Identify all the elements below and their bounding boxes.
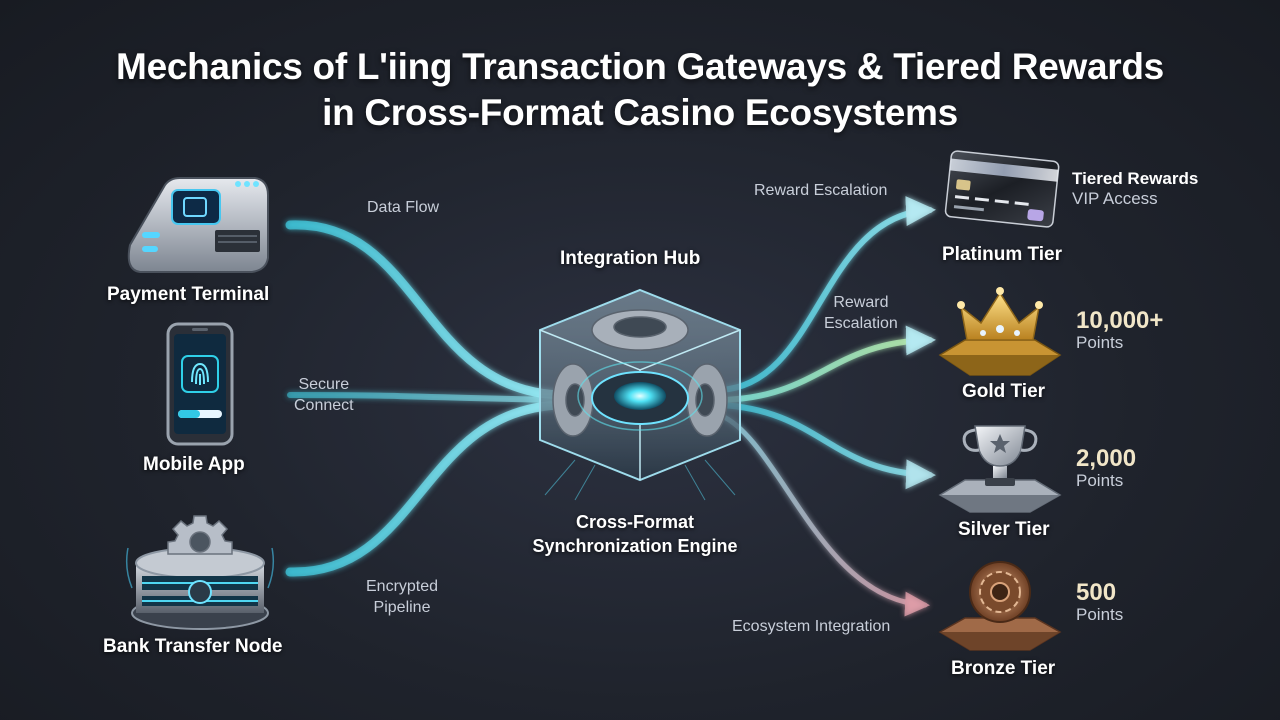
platinum-note-title: Tiered Rewards xyxy=(1072,169,1199,188)
gold-points-value: 10,000+ xyxy=(1076,307,1164,334)
smartphone-fingerprint-icon xyxy=(164,322,236,446)
gold-points-unit: Points xyxy=(1076,333,1124,352)
bronze-tier-label: Bronze Tier xyxy=(951,658,1056,679)
silver-tier-label: Silver Tier xyxy=(958,519,1050,540)
gear-server-node-icon xyxy=(120,508,280,633)
link-hub-bronze xyxy=(717,412,930,617)
casino-chip-icon xyxy=(935,560,1065,655)
reward-escalation-top-label: Reward Escalation xyxy=(754,182,888,199)
sync-engine-label: Cross-Format Synchronization Engine xyxy=(532,512,738,556)
crown-icon xyxy=(935,285,1065,380)
link-hub-platinum xyxy=(717,196,936,393)
reward-escalation-mid-label: Reward Escalation xyxy=(824,294,898,332)
data-flow-label: Data Flow xyxy=(367,199,440,216)
link-hub-gold xyxy=(717,325,936,403)
bronze-points-unit: Points xyxy=(1076,605,1124,624)
vip-card-icon xyxy=(942,150,1062,230)
title-line-1: Mechanics of L'iing Transaction Gateways… xyxy=(116,46,1164,87)
bronze-points: 500 Points xyxy=(1076,579,1124,626)
secure-connect-label: Secure Connect xyxy=(294,376,354,414)
mobile-app-label: Mobile App xyxy=(143,454,245,475)
payment-terminal-label: Payment Terminal xyxy=(107,284,270,305)
link-bank-hub xyxy=(285,400,565,577)
platinum-note: Tiered Rewards VIP Access xyxy=(1072,169,1198,209)
link-terminal-hub xyxy=(285,220,565,400)
bank-transfer-node-label: Bank Transfer Node xyxy=(103,636,283,657)
platinum-note-sub: VIP Access xyxy=(1072,189,1158,208)
link-mobile-hub xyxy=(287,392,563,403)
bronze-points-value: 500 xyxy=(1076,579,1117,606)
card-terminal-icon xyxy=(120,170,270,280)
integration-hub-label: Integration Hub xyxy=(560,248,701,269)
trophy-icon xyxy=(935,420,1065,515)
gold-tier-label: Gold Tier xyxy=(962,381,1046,402)
silver-points-value: 2,000 xyxy=(1076,445,1137,472)
gear-cube-engine-icon xyxy=(515,280,765,505)
platinum-tier-label: Platinum Tier xyxy=(942,244,1063,265)
link-hub-silver xyxy=(717,402,936,490)
encrypted-pipeline-label: Encrypted Pipeline xyxy=(366,578,439,616)
page-title: Mechanics of L'iing Transaction Gateways… xyxy=(0,44,1280,136)
silver-points: 2,000 Points xyxy=(1076,445,1137,492)
title-line-2: in Cross-Format Casino Ecosystems xyxy=(322,92,958,133)
silver-points-unit: Points xyxy=(1076,471,1124,490)
ecosystem-integration-label: Ecosystem Integration xyxy=(732,618,891,635)
gold-points: 10,000+ Points xyxy=(1076,307,1164,354)
